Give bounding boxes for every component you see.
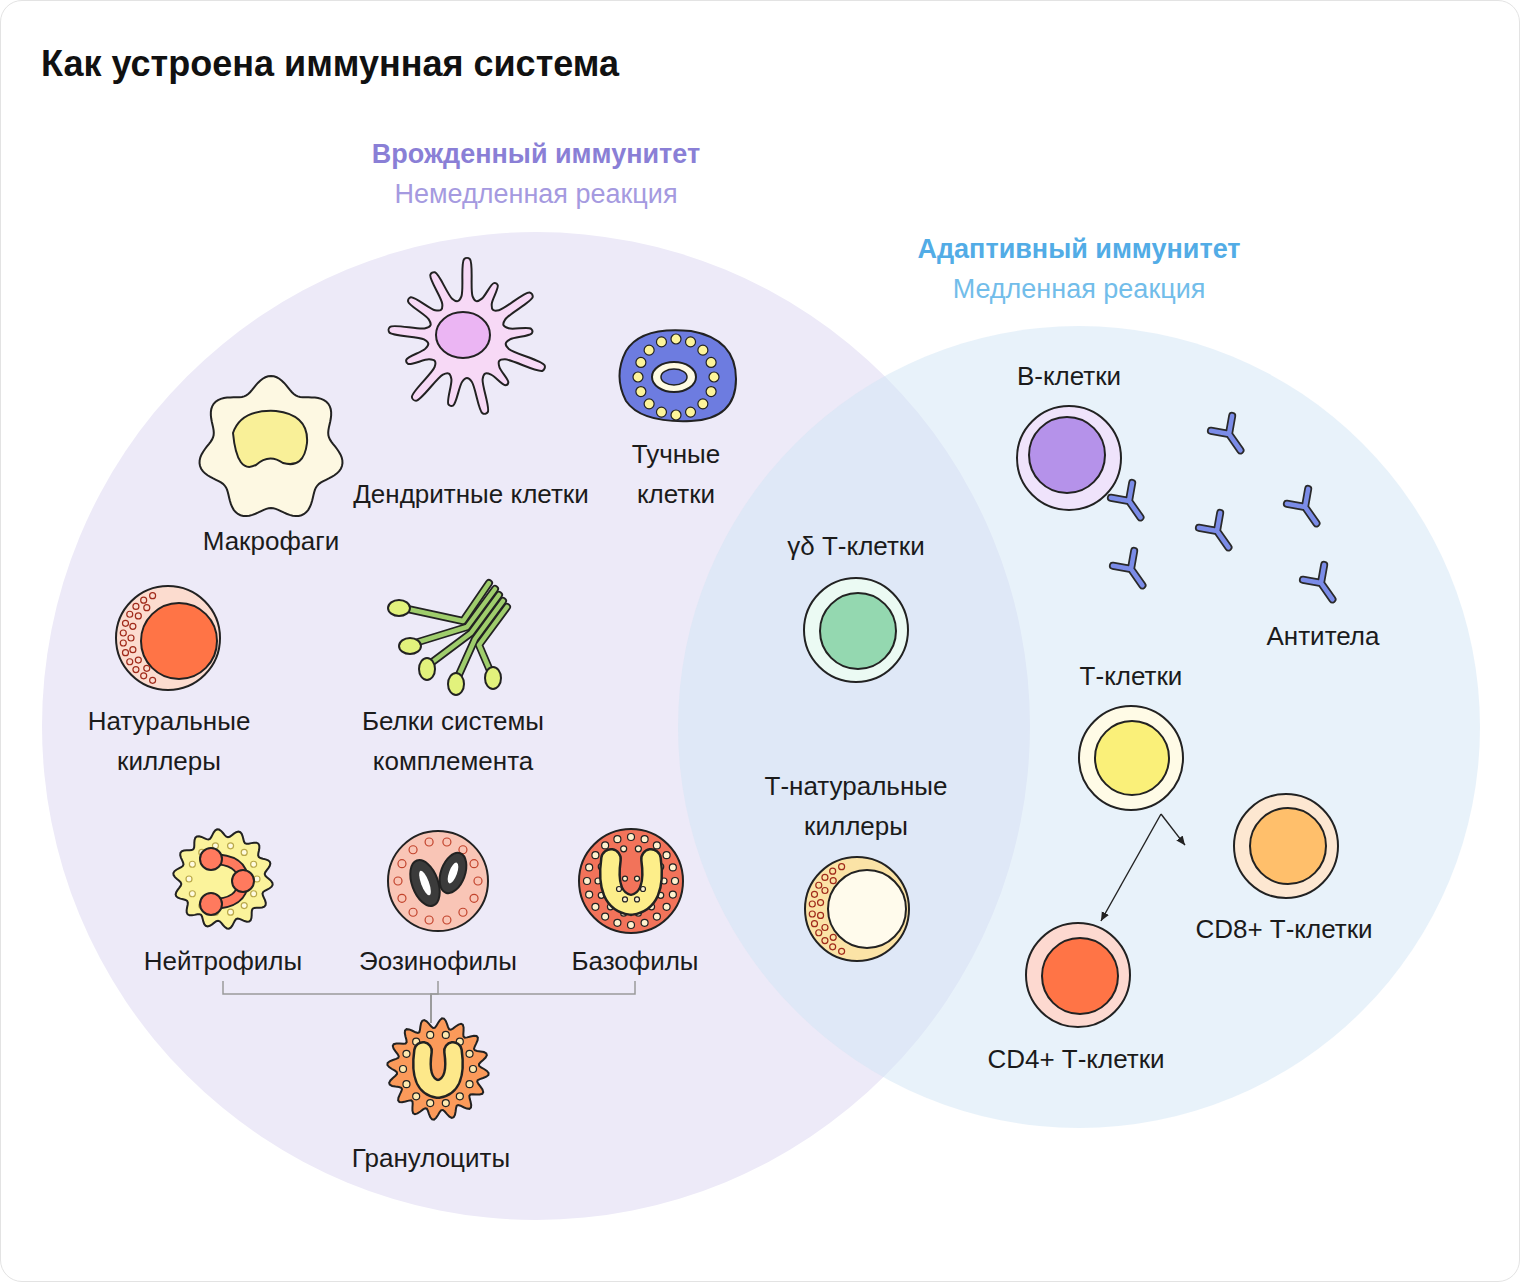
region-subheading: Немедленная реакция: [0, 174, 1151, 214]
cell-group: Макрофаги: [177, 384, 365, 561]
cell-label: Антитела: [1229, 616, 1417, 656]
cell-group: Белки системы комплемента: [329, 573, 577, 781]
cell-label: В-клетки: [985, 356, 1153, 396]
cell-label: Белки системы комплемента: [329, 701, 577, 781]
region-subheading: Медленная реакция: [557, 269, 1520, 309]
cell-group: Т-натуральные киллеры: [737, 766, 975, 964]
cell-group: В-клетки: [985, 356, 1153, 400]
cell-label: γδ Т-клетки: [757, 526, 955, 566]
diagram-title: Как устроена иммунная система: [41, 39, 619, 89]
cell-label: CD4+ Т-клетки: [972, 1039, 1180, 1079]
cell-group: Антитела: [1229, 616, 1417, 660]
cell-label: Дендритные клетки: [352, 474, 590, 514]
region-fill: [678, 326, 1480, 1128]
region-heading: Врожденный иммунитет: [0, 134, 1151, 174]
cell-label: Тучные клетки: [597, 434, 755, 514]
cell-group: Нейтрофилы: [124, 827, 322, 981]
cell-label: Базофилы: [551, 941, 719, 981]
cell-label: Т-клетки: [1071, 656, 1191, 696]
cell-group: Эозинофилы: [334, 827, 542, 981]
region-circle: [677, 325, 1481, 1129]
cell-group: CD8+ Т-клетки: [1185, 794, 1383, 949]
cell-group: Дендритные клетки: [352, 256, 590, 514]
cell-label: Т-натуральные киллеры: [737, 766, 975, 846]
cell-label: Нейтрофилы: [124, 941, 322, 981]
cell-group: Т-клетки: [1071, 656, 1191, 814]
cell-label: Макрофаги: [177, 521, 365, 561]
cell-group: Тучные клетки: [597, 329, 755, 514]
region-heading: Адаптивный иммунитет: [557, 229, 1520, 269]
cell-label: Эозинофилы: [334, 941, 542, 981]
cell-label: CD8+ Т-клетки: [1185, 909, 1383, 949]
immunity-region: Адаптивный иммунитетМедленная реакцияВ-к…: [677, 325, 1481, 1129]
cell-group: Гранулоциты: [332, 1023, 530, 1178]
cell-label: Натуральные киллеры: [55, 701, 283, 781]
cell-group: CD4+ Т-клетки: [972, 921, 1180, 1079]
cell-group: γδ Т-клетки: [757, 526, 955, 686]
cell-label: Гранулоциты: [332, 1138, 530, 1178]
cell-group: Базофилы: [551, 827, 719, 981]
cell-group: Натуральные киллеры: [55, 584, 283, 781]
